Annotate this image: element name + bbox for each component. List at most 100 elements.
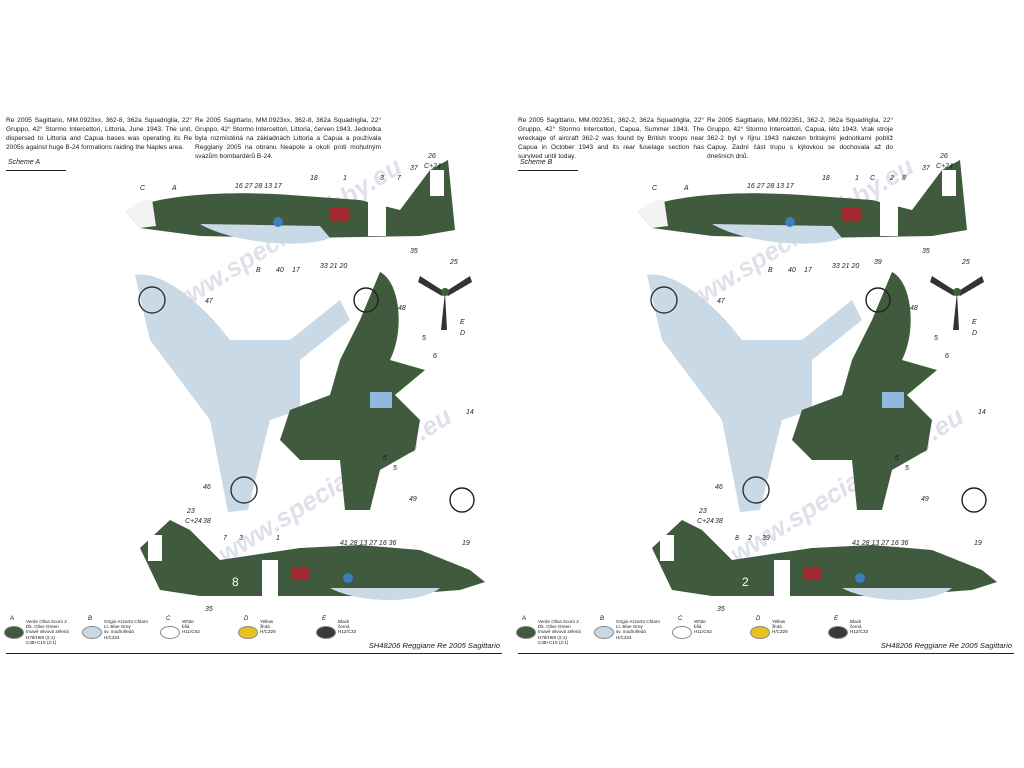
- callout-25: 25: [961, 259, 970, 266]
- callout-46: 46: [715, 484, 723, 491]
- callout-1: 1: [343, 175, 347, 182]
- legend-text: Grigio Azzurro Chiaro Lt. Blue Grey sv. …: [616, 619, 660, 640]
- footer-title: SH48206 Reggiane Re 2005 Sagittario: [880, 641, 1012, 650]
- callout-c24b: C+24: [697, 518, 714, 525]
- callout-1b: 1: [276, 535, 280, 542]
- callout-1: 1: [855, 175, 859, 182]
- fuselage-code: 2: [742, 575, 749, 589]
- callout-d: D: [460, 330, 465, 337]
- wing-fasces-insignia: [230, 476, 258, 504]
- unit-emblem: [292, 568, 310, 580]
- description-cz: Re 2005 Sagittario, MM.0923xx, 362-8, 36…: [195, 117, 381, 160]
- callout-e: E: [460, 319, 465, 326]
- callout-48: 48: [398, 305, 406, 312]
- legend-letter: C: [678, 616, 683, 622]
- side-profile-top: 8 C A 16 27 28 13 17 18 1 3 7 37 26 C+24…: [126, 153, 455, 274]
- tail-white-cross: [430, 170, 444, 196]
- underside-view: 47 46: [647, 274, 862, 512]
- wing-fasces-insignia: [650, 286, 678, 314]
- scheme-label: Scheme B: [520, 159, 553, 166]
- legend-swatch: [4, 626, 24, 639]
- legend-text: White bílá H11/C62: [182, 619, 200, 635]
- callout-40: 40: [276, 267, 284, 274]
- side-profile-bottom: 8 23 C+24 38 7 3 1 41 28 13 27 16 36 19 …: [140, 508, 485, 613]
- footer-rule: [6, 653, 502, 654]
- callout-5: 5: [934, 335, 938, 342]
- callout-8b: 8: [735, 535, 739, 542]
- scheme-underline: [6, 170, 66, 171]
- description-en: Re 2005 Sagittario, MM.0923xx, 362-8, 36…: [6, 117, 192, 151]
- underside-view: 47 46: [135, 274, 350, 512]
- top-view: 48 5 6 14 6 5 49: [792, 272, 987, 513]
- callout-b: B: [768, 267, 773, 274]
- callout-6b: 6: [895, 455, 899, 462]
- callout-18: 18: [822, 175, 830, 182]
- callout-3b: 3: [239, 535, 243, 542]
- callout-40: 40: [788, 267, 796, 274]
- fuselage-white-band: [774, 560, 790, 596]
- legend-text: Black černá H12/C33: [850, 619, 869, 635]
- legend-swatch: [516, 626, 536, 639]
- callout-35: 35: [922, 248, 930, 255]
- legend-text: Grigio Azzurro Chiaro Lt. Blue Grey sv. …: [104, 619, 148, 640]
- propeller: 25 E D: [930, 259, 984, 337]
- legend-swatch: [750, 626, 770, 639]
- wing-fasces-insignia: [742, 476, 770, 504]
- callout-17b: 17: [804, 267, 813, 274]
- wing-fasces-insignia: [961, 487, 987, 513]
- callout-c24: C+24: [424, 163, 441, 170]
- callout-5b: 5: [905, 465, 909, 472]
- legend-swatch: [238, 626, 258, 639]
- callout-a: A: [683, 185, 689, 192]
- fuselage-white-band: [262, 560, 278, 596]
- wing-fasces-insignia: [353, 287, 379, 313]
- callout-39b: 39: [762, 535, 770, 542]
- callouts-41-28-13-27-16-36: 41 28 13 27 16 36: [852, 540, 909, 547]
- legend-text: Verde Oliva Scuro 2 Dk. Olive Green tmav…: [538, 619, 581, 645]
- legend-letter: B: [600, 616, 605, 622]
- callout-49: 49: [409, 496, 417, 503]
- callout-6b: 6: [383, 455, 387, 462]
- callout-c: C: [140, 185, 146, 192]
- callout-18: 18: [310, 175, 318, 182]
- callout-35b: 35: [717, 606, 725, 613]
- callout-38: 38: [203, 518, 211, 525]
- callout-5b: 5: [393, 465, 397, 472]
- callout-c: C: [652, 185, 658, 192]
- callout-23: 23: [698, 508, 707, 515]
- callout-37: 37: [922, 165, 931, 172]
- callout-19: 19: [462, 540, 470, 547]
- callout-14: 14: [978, 409, 986, 416]
- legend-letter: D: [756, 616, 761, 622]
- callout-6: 6: [945, 353, 949, 360]
- legend-text: Black černá H12/C33: [338, 619, 357, 635]
- fuselage-code: 2: [890, 219, 897, 233]
- callout-6: 6: [433, 353, 437, 360]
- legend-letter: E: [834, 616, 839, 622]
- callout-35b: 35: [205, 606, 213, 613]
- description-en: Re 2005 Sagittario, MM.092351, 362-2, 36…: [518, 117, 704, 160]
- roundel: [273, 217, 283, 227]
- callout-8: 8: [902, 175, 906, 182]
- callouts-16-27-28-13-17: 16 27 28 13 17: [747, 183, 795, 190]
- callout-5: 5: [422, 335, 426, 342]
- roundel: [343, 573, 353, 583]
- footer-rule: [518, 653, 1014, 654]
- legend-swatch: [160, 626, 180, 639]
- fuselage-code: 8: [380, 219, 387, 233]
- callout-35: 35: [410, 248, 418, 255]
- callout-e: E: [972, 319, 977, 326]
- legend-swatch: [316, 626, 336, 639]
- unit-emblem: [842, 208, 862, 222]
- legend-letter: E: [322, 616, 327, 622]
- footer-title: SH48206 Reggiane Re 2005 Sagittario: [368, 641, 500, 650]
- callout-38: 38: [715, 518, 723, 525]
- callout-26: 26: [939, 153, 948, 160]
- aircraft-profiles: 8 C A 16 27 28 13 17 18 1 3 7 37 26 C+24…: [126, 153, 485, 613]
- side-profile-bottom: 2 23 C+24 38 8 2 39 41 28 13 27 16 36 19…: [652, 508, 997, 613]
- callout-b: B: [256, 267, 261, 274]
- tail-white-cross: [148, 535, 162, 561]
- callout-c24b: C+24: [185, 518, 202, 525]
